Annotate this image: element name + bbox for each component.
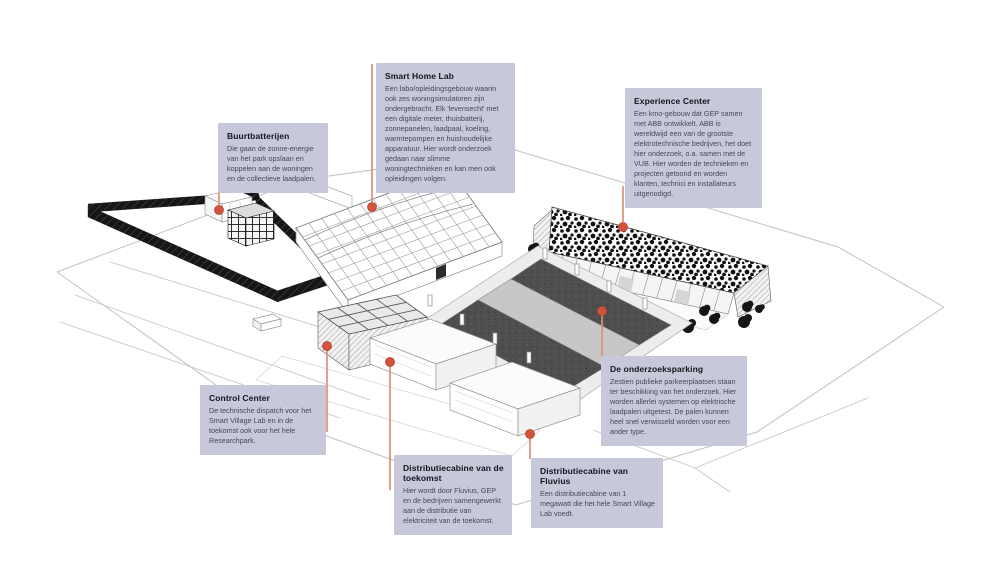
connector-dot-buurtbatterijen (214, 205, 224, 215)
callout-title: Distributiecabine van de toekomst (403, 463, 504, 484)
callout-title: Control Center (209, 393, 270, 403)
roof-grid-lines (302, 174, 496, 296)
callout-onderzoeksparking: De onderzoeksparking Zestien publieke pa… (601, 356, 747, 446)
callout-body: Een kmo-gebouw dat GEP samen met ABB ont… (634, 109, 752, 198)
battery-cube (227, 202, 275, 247)
callout-connectors (214, 64, 628, 490)
callout-title: Buurtbatterijen (227, 131, 290, 141)
distribution-cabins (252, 313, 582, 437)
callout-title: De onderzoeksparking (610, 364, 704, 374)
charging-poles (427, 247, 648, 364)
connector-dot-experience-center (618, 222, 628, 232)
connector-dot-onderzoeksparking (597, 306, 607, 316)
callout-body: Hier wordt door Fluvius, GEP en de bedri… (403, 486, 501, 526)
callout-smart-home-lab: Smart Home Lab Een labo/opleidingsgebouw… (376, 63, 515, 193)
cabin-fluvius (448, 361, 582, 437)
connector-dot-control-center (322, 341, 332, 351)
connector-dot-cabine-toekomst (385, 357, 395, 367)
callout-title: Smart Home Lab (385, 71, 454, 81)
callout-distributiecabine-fluvius: Distributiecabine van Fluvius Een distri… (531, 458, 663, 529)
callout-title: Distributiecabine van Fluvius (540, 466, 629, 487)
callout-body: Een distributiecabine van 1 megawatt die… (540, 489, 655, 519)
connector-dot-smart-home-lab (367, 202, 377, 212)
callout-buurtbatterijen: Buurtbatterijen Die gaan de zonne-energi… (218, 123, 328, 193)
smart-home-lab-building (295, 169, 503, 316)
callout-experience-center: Experience Center Een kmo-gebouw dat GEP… (625, 88, 762, 208)
callout-distributiecabine-toekomst: Distributiecabine van de toekomst Hier w… (394, 455, 512, 536)
callout-body: De technische dispatch voor het Smart Vi… (209, 406, 312, 445)
callout-body: Die gaan de zonne-energie van het park o… (227, 144, 316, 183)
connector-dot-cabine-fluvius (525, 429, 535, 439)
solar-roof-grid (328, 298, 417, 331)
callout-body: Zestien publieke parkeerplaatsen staan t… (610, 377, 737, 436)
callout-title: Experience Center (634, 96, 711, 106)
callout-control-center: Control Center De technische dispatch vo… (200, 385, 326, 455)
callout-body: Een labo/opleidingsgebouw waarin ook zes… (385, 84, 499, 183)
road-barrier (252, 313, 282, 332)
cabin-toekomst (368, 318, 498, 391)
